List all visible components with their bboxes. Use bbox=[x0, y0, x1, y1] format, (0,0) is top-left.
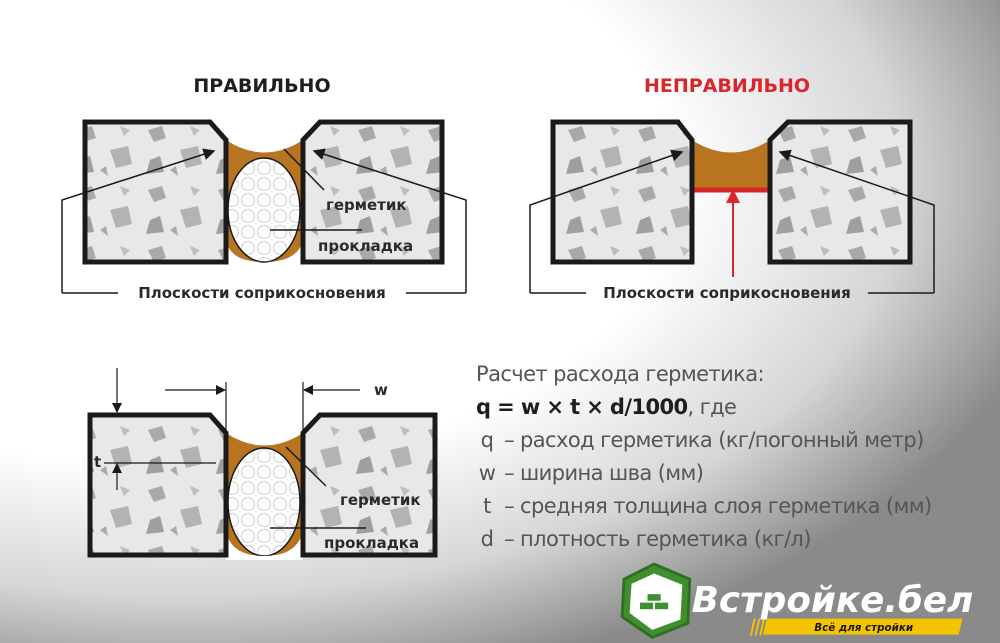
label-contact-planes: Плоскости соприкосновения bbox=[138, 284, 386, 302]
diagram-dimensions: w t герметик прокладка bbox=[87, 368, 438, 560]
concrete-left bbox=[550, 119, 695, 265]
formula-legend-d: d – плотность герметика (кг/л) bbox=[480, 527, 812, 551]
contact-arrow-right bbox=[778, 149, 935, 293]
diagram-incorrect: НЕПРАВИЛЬНО Плоскости соприкосновения bbox=[529, 75, 935, 302]
contact-arrow-right bbox=[312, 148, 467, 293]
concrete-left bbox=[82, 119, 229, 265]
contact-arrow-left bbox=[529, 149, 684, 293]
concrete-right bbox=[300, 412, 438, 558]
diagram-correct: ПРАВИЛЬНО Плоскости соприкосновения герм… bbox=[61, 75, 467, 302]
logo-tagline: Всё для стройки bbox=[814, 622, 913, 634]
label-backer: прокладка bbox=[318, 237, 413, 255]
consumption-formula: Расчет расхода герметика: q = w × t × d/… bbox=[476, 358, 932, 556]
formula-expression-row: q = w × t × d/1000, где bbox=[476, 391, 932, 424]
label-contact-planes: Плоскости соприкосновения bbox=[603, 284, 851, 302]
contact-arrow-left bbox=[61, 148, 216, 293]
label-sealant: герметик bbox=[326, 196, 407, 214]
label-backer: прокладка bbox=[324, 534, 419, 552]
formula-legend-t: t – средняя толщина слоя герметика (мм) bbox=[483, 494, 932, 518]
formula-legend-q: q – расход герметика (кг/погонный метр) bbox=[480, 428, 925, 452]
concrete-right bbox=[767, 119, 913, 265]
formula-legend-w: w – ширина шва (мм) bbox=[478, 461, 704, 485]
brick-icon bbox=[639, 594, 669, 610]
label-sealant: герметик bbox=[340, 491, 421, 509]
concrete-left bbox=[87, 412, 229, 558]
formula-suffix: , где bbox=[687, 395, 737, 419]
label-w: w bbox=[374, 381, 388, 399]
logo-name: Встройке.бел bbox=[692, 580, 974, 621]
label-t: t bbox=[94, 453, 101, 471]
title-correct: ПРАВИЛЬНО bbox=[193, 75, 330, 97]
sealant bbox=[692, 140, 770, 190]
title-incorrect: НЕПРАВИЛЬНО bbox=[644, 75, 810, 97]
logo-tagline-bar bbox=[763, 618, 963, 635]
formula-expression: q = w × t × d/1000 bbox=[476, 395, 688, 419]
formula-heading: Расчет расхода герметика: bbox=[476, 362, 765, 386]
